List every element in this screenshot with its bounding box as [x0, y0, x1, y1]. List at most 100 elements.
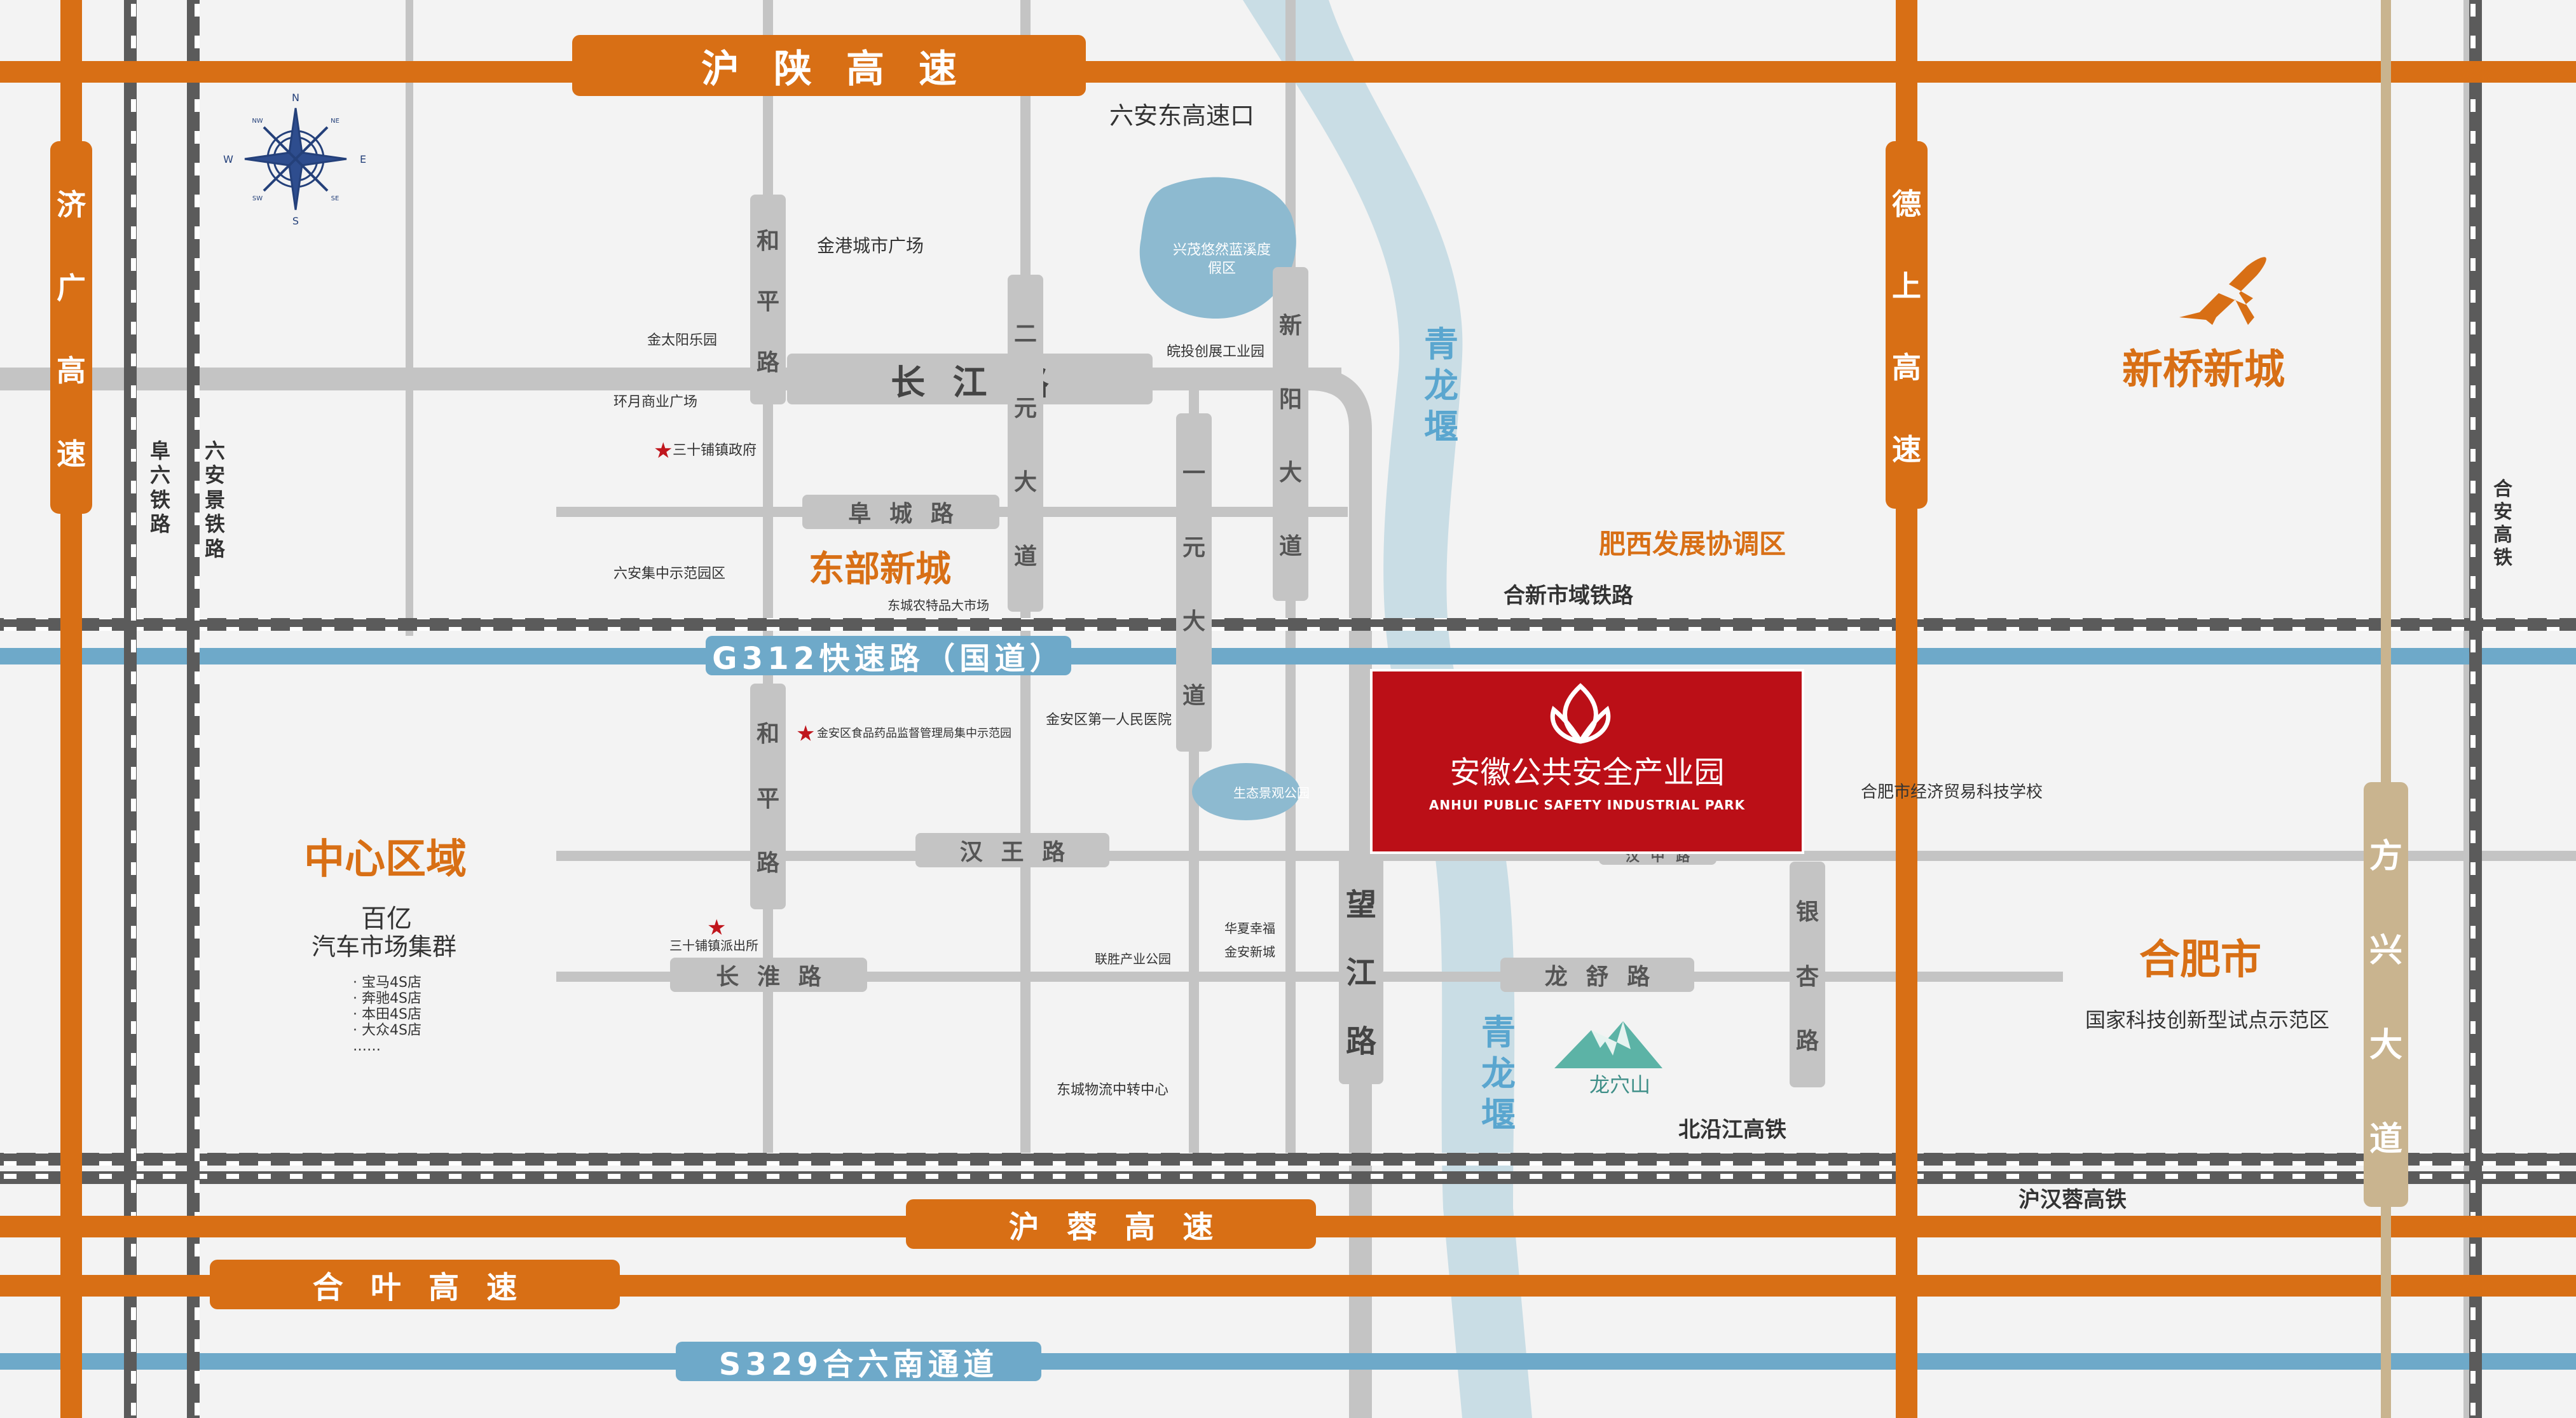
vertical-char: 银 — [1795, 898, 1819, 925]
park-name-cn: 安徽公共安全产业园 — [1449, 755, 1725, 790]
airplane-icon — [2179, 257, 2266, 325]
industrial-park-box[interactable]: 安徽公共安全产业园 ANHUI PUBLIC SAFETY INDUSTRIAL… — [1370, 669, 1804, 854]
heping-road-south-label: 和平路 — [750, 684, 786, 909]
hushan-highway-label: 沪陕高速 — [572, 35, 1086, 96]
compass-se: SE — [331, 195, 339, 202]
vertical-char: 路 — [205, 536, 226, 561]
liuan-jing-railway-label: 六安景铁路 — [205, 439, 225, 561]
beiyanjiang-railway-label: 北沿江高铁 — [1678, 1117, 1786, 1143]
feixi-district-label: 肥西发展协调区 — [1599, 528, 1786, 560]
river-label-top: 青龙堰 — [1424, 324, 1458, 448]
eco-park-label: 生态景观公园 — [1233, 785, 1310, 801]
compass-n: N — [292, 92, 299, 104]
fuliu-railway-label: 阜六铁路 — [150, 439, 170, 537]
yinxing-road-label: 银杏路 — [1790, 862, 1825, 1087]
left-thin-road-3 — [406, 0, 413, 636]
dongcheng-market-label: 东城农特品大市场 — [887, 598, 989, 613]
fuliu-railway-line — [124, 0, 137, 1418]
sanshipu-police-label: 三十铺镇派出所 — [669, 938, 758, 953]
vertical-char: 六 — [150, 463, 171, 488]
liuan-demo-label: 六安集中示范园区 — [613, 566, 726, 582]
vertical-char: 安 — [2493, 501, 2512, 523]
vertical-char: 方 — [2369, 837, 2402, 876]
g312-expressway-line — [0, 648, 2576, 664]
heye-highway-label: 合叶高速 — [210, 1260, 620, 1309]
eco-lake — [1192, 763, 1300, 820]
vertical-char: 和 — [756, 720, 779, 747]
hexin-railway-line — [0, 618, 2576, 631]
g312-expressway-label: G312快速路（国道） — [706, 636, 1071, 677]
vertical-char: 大 — [1278, 460, 1302, 486]
zhongxin-district-label: 中心区域 — [304, 836, 467, 883]
huaxia-label: 华夏幸福 — [1224, 921, 1275, 936]
vertical-char: 安 — [205, 463, 226, 488]
vertical-char: 新 — [1278, 313, 1302, 340]
deshang-highway-label: 德上高速 — [1886, 141, 1928, 509]
auto-cluster-item: · 奔驰4S店 — [353, 991, 421, 1007]
vertical-char: 六 — [205, 439, 226, 463]
vertical-char: 大 — [1182, 609, 1205, 635]
vertical-char: 合 — [2493, 478, 2512, 500]
auto-cluster-item: …… — [353, 1038, 381, 1054]
logistics-center-label: 东城物流中转中心 — [1057, 1082, 1169, 1098]
yiyuan-road-label: 一元大道 — [1176, 413, 1212, 752]
hanwang-road-label: 汉王路 — [915, 833, 1109, 867]
economic-school-label: 合肥市经济贸易科技学校 — [1861, 783, 2043, 802]
hean-railway-line — [2469, 0, 2482, 1418]
vertical-char: 路 — [1345, 1023, 1376, 1059]
jintaiyang-label: 金太阳乐园 — [647, 333, 718, 348]
vertical-char: 青 — [1424, 324, 1458, 364]
star-icon: ★ — [654, 438, 673, 464]
vertical-char: 兴 — [2369, 932, 2402, 970]
changhuai-road-label: 长淮路 — [670, 958, 867, 992]
xingmao-resort-label: 兴茂悠然蓝溪度假区 — [1172, 242, 1271, 277]
compass-s: S — [292, 215, 299, 226]
auto-cluster-item: · 大众4S店 — [353, 1022, 421, 1038]
huhanrong-railway-line — [0, 1171, 2576, 1184]
vertical-char: 一 — [1182, 460, 1205, 486]
vertical-char: 堰 — [1424, 406, 1458, 447]
xinqiao-district-label: 新桥新城 — [2122, 347, 2285, 394]
vertical-char: 道 — [1013, 543, 1037, 570]
compass-ne: NE — [331, 118, 339, 125]
vertical-char: 二 — [1013, 321, 1037, 348]
vertical-char: 平 — [756, 785, 779, 812]
qinglongyan-river — [1243, 0, 1532, 1418]
liuan-jing-railway-line — [187, 0, 200, 1418]
vertical-char: 路 — [150, 512, 171, 537]
changjiang-road-label: 长江路 — [787, 354, 1153, 404]
vertical-char: 龙 — [1481, 1053, 1516, 1094]
compass-e: E — [360, 153, 366, 165]
vertical-char: 青 — [1481, 1012, 1516, 1052]
star-icon: ★ — [796, 721, 816, 747]
vertical-char: 路 — [1795, 1028, 1819, 1055]
vertical-char: 和 — [756, 228, 779, 254]
star-icon: ★ — [707, 915, 727, 940]
jinan-hospital-label: 金安区第一人民医院 — [1046, 712, 1172, 728]
dongbu-district-label: 东部新城 — [809, 549, 951, 590]
vertical-char: 阳 — [1278, 386, 1302, 413]
vertical-char: 江 — [1345, 955, 1376, 991]
vertical-char: 路 — [756, 349, 779, 376]
vertical-char: 路 — [756, 850, 779, 877]
vertical-char: 济 — [57, 188, 86, 223]
wangjiang-road-label: 望江路 — [1339, 855, 1383, 1084]
vertical-char: 景 — [205, 487, 226, 512]
longshu-road-label: 龙舒路 — [1500, 958, 1694, 992]
hexin-railway-label: 合新市域铁路 — [1504, 583, 1633, 609]
vertical-char: 铁 — [2493, 547, 2512, 569]
auto-cluster-title2: 汽车市场集群 — [312, 933, 457, 961]
auto-cluster-item: · 宝马4S店 — [353, 975, 421, 991]
huhanrong-railway-label: 沪汉蓉高铁 — [2018, 1187, 2127, 1213]
xinyang-road-label: 新阳大道 — [1273, 267, 1308, 601]
vertical-char: 龙 — [1424, 365, 1458, 406]
vertical-char: 大 — [1013, 469, 1037, 496]
jiguang-highway-label: 济广高速 — [50, 141, 92, 514]
sanshipu-gov-label: 三十铺镇政府 — [673, 443, 757, 458]
auto-cluster-item: · 本田4S店 — [353, 1007, 421, 1022]
compass-sw: SW — [252, 195, 263, 202]
vertical-char: 元 — [1182, 534, 1205, 561]
liuan-east-exit-label: 六安东高速口 — [1109, 102, 1255, 130]
park-logo-icon — [1550, 683, 1611, 744]
xingmao-lake — [1139, 177, 1296, 319]
